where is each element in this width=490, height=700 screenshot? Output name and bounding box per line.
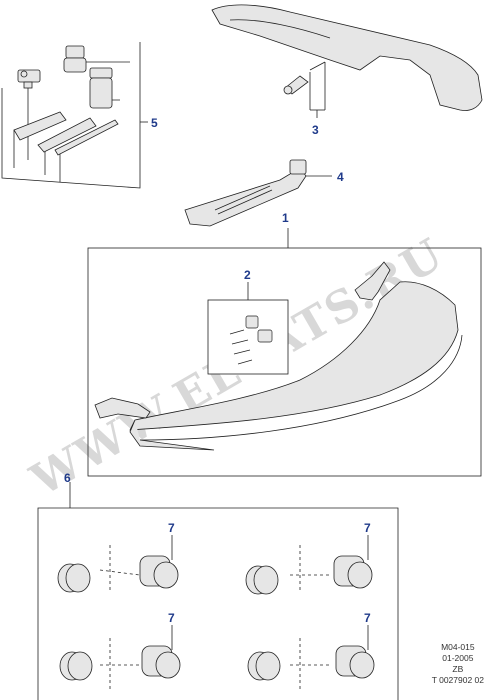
callout-3: 3	[312, 123, 319, 137]
diagram-code: M04-015	[441, 642, 475, 652]
callout-2: 2	[244, 268, 251, 282]
callout-7-top-left: 7	[168, 521, 175, 535]
diagram-metadata: M04-015 01-2005 ZB T 0027902 02	[432, 642, 484, 686]
part6-frame	[37, 507, 399, 700]
diagram-date: 01-2005	[442, 653, 474, 663]
callout-7-top-right: 7	[364, 521, 371, 535]
part1-frame	[87, 247, 482, 477]
sensor-rings	[57, 563, 281, 681]
spoiler-edge	[229, 19, 331, 39]
callout-7-bottom-right: 7	[364, 611, 371, 625]
sensor-clip-drawing	[17, 69, 41, 89]
callout-4: 4	[337, 170, 344, 184]
tubes-drawing	[13, 111, 119, 156]
part1-group	[87, 228, 482, 477]
spoiler-drawing	[211, 4, 483, 111]
diagram-reference: T 0027902 02	[431, 675, 484, 685]
callout-5: 5	[151, 116, 158, 130]
part2-fasteners	[229, 315, 273, 365]
part5-frame	[1, 42, 141, 189]
sensor-heads	[139, 555, 375, 679]
part5-group	[1, 42, 148, 189]
spoiler-group	[211, 4, 483, 111]
part4-group	[184, 159, 332, 227]
callout-7-bottom-left: 7	[168, 611, 175, 625]
bumper-drawing	[129, 281, 459, 431]
part3-group	[283, 61, 326, 118]
cylinder-drawing	[89, 67, 113, 109]
part6-group	[37, 482, 399, 700]
cup-fitting-drawing	[63, 45, 87, 73]
part7-leaders	[171, 535, 369, 650]
diagram-variant: ZB	[452, 664, 464, 674]
callout-6: 6	[64, 471, 71, 485]
callout-1: 1	[282, 211, 289, 225]
part2-frame	[207, 299, 289, 375]
